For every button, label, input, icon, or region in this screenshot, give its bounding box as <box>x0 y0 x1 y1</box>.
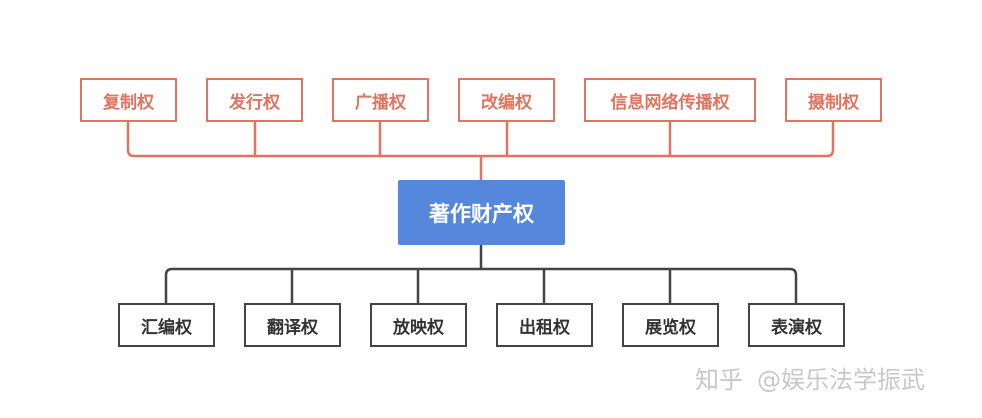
right-node-information-network: 信息网络传播权 <box>584 78 756 122</box>
right-node-broadcasting: 广播权 <box>332 78 429 122</box>
right-node-screening: 放映权 <box>370 303 467 347</box>
right-node-compilation: 汇编权 <box>118 303 215 347</box>
right-node-adaptation: 改编权 <box>458 78 555 122</box>
right-node-performance: 表演权 <box>748 303 845 347</box>
right-node-cinematography: 摄制权 <box>785 78 882 122</box>
right-node-rental: 出租权 <box>496 303 593 347</box>
top-connector-bracket <box>126 122 835 158</box>
right-node-exhibition: 展览权 <box>622 303 719 347</box>
watermark-author: @娱乐法学振武 <box>757 366 925 394</box>
right-node-distribution: 发行权 <box>206 78 303 122</box>
bottom-connector-bracket <box>164 267 798 303</box>
watermark-platform: 知乎 <box>695 366 743 394</box>
central-node-copyright-property: 著作财产权 <box>398 180 565 245</box>
watermark: 知乎 @娱乐法学振武 <box>695 360 925 395</box>
right-node-translation: 翻译权 <box>244 303 341 347</box>
right-node-reproduction: 复制权 <box>80 78 177 122</box>
